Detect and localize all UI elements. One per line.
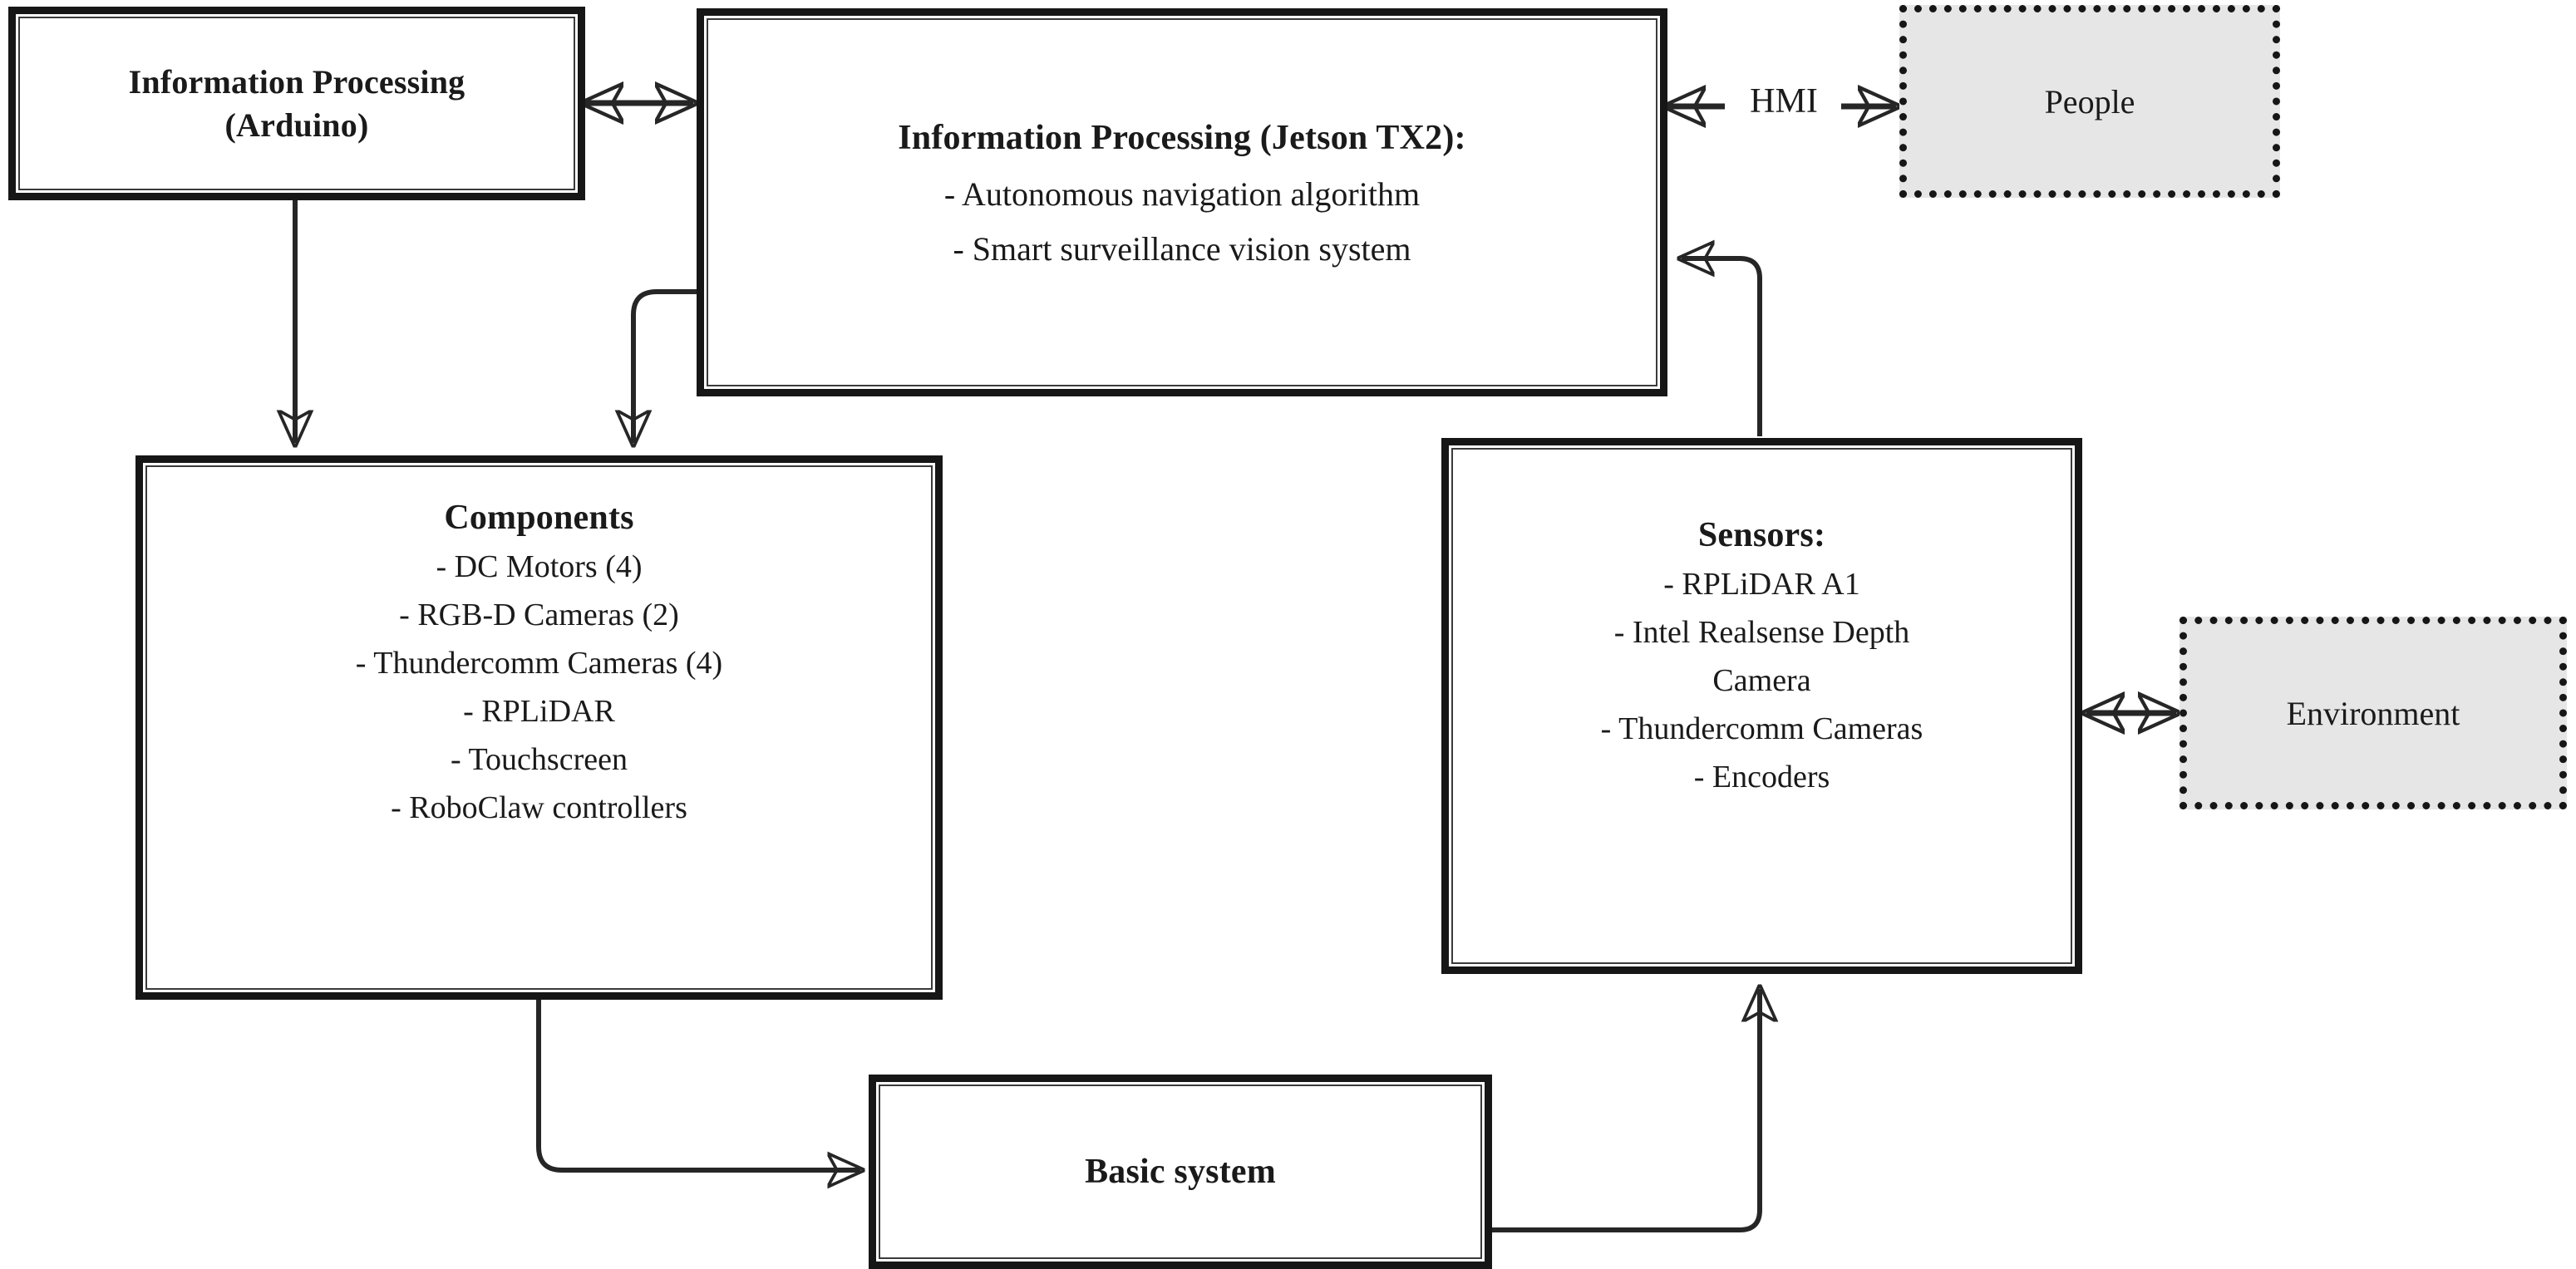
people-label: People xyxy=(2044,82,2135,121)
node-environment[interactable]: Environment xyxy=(2180,617,2567,809)
node-sensors[interactable]: Sensors: - RPLiDAR A1 - Intel Realsense … xyxy=(1441,438,2082,974)
node-people[interactable]: People xyxy=(1899,5,2280,198)
arduino-title-line-2: (Arduino) xyxy=(224,106,369,144)
jetson-title: Information Processing (Jetson TX2): xyxy=(898,119,1466,157)
sensors-item-4: - Encoders xyxy=(1693,759,1830,794)
components-item-4: - Touchscreen xyxy=(451,741,628,777)
sensors-item-0: - RPLiDAR A1 xyxy=(1663,567,1860,603)
node-information-processing-arduino[interactable]: Information Processing (Arduino) xyxy=(8,7,585,200)
basic-system-title: Basic system xyxy=(1085,1153,1276,1191)
components-item-1: - RGB-D Cameras (2) xyxy=(399,597,679,632)
jetson-item-1: - Smart surveillance vision system xyxy=(953,229,1411,268)
connector-basicsystem-sensors xyxy=(1492,989,1760,1232)
node-basic-system[interactable]: Basic system xyxy=(869,1075,1492,1269)
node-information-processing-jetson[interactable]: Information Processing (Jetson TX2): - A… xyxy=(697,8,1667,396)
sensors-item-1: - Intel Realsense Depth xyxy=(1613,614,1910,650)
environment-label: Environment xyxy=(2286,694,2460,732)
node-components[interactable]: Components - DC Motors (4) - RGB-D Camer… xyxy=(135,455,943,1000)
sensors-title: Sensors: xyxy=(1697,516,1826,554)
sensors-item-3: - Thundercomm Cameras xyxy=(1600,711,1923,746)
components-title: Components xyxy=(444,499,634,537)
components-item-5: - RoboClaw controllers xyxy=(391,789,687,825)
components-item-2: - Thundercomm Cameras (4) xyxy=(355,645,723,681)
sensors-item-2: Camera xyxy=(1712,662,1811,698)
jetson-item-0: - Autonomous navigation algorithm xyxy=(943,175,1421,213)
arduino-title-line-1: Information Processing xyxy=(128,62,465,101)
connector-sensors-jetson xyxy=(1682,258,1762,436)
components-item-0: - DC Motors (4) xyxy=(436,549,643,585)
components-item-3: - RPLiDAR xyxy=(463,693,615,729)
connector-label-hmi: HMI xyxy=(1750,82,1818,121)
connector-jetson-components xyxy=(633,289,697,443)
connector-components-basicsystem xyxy=(536,1000,860,1170)
